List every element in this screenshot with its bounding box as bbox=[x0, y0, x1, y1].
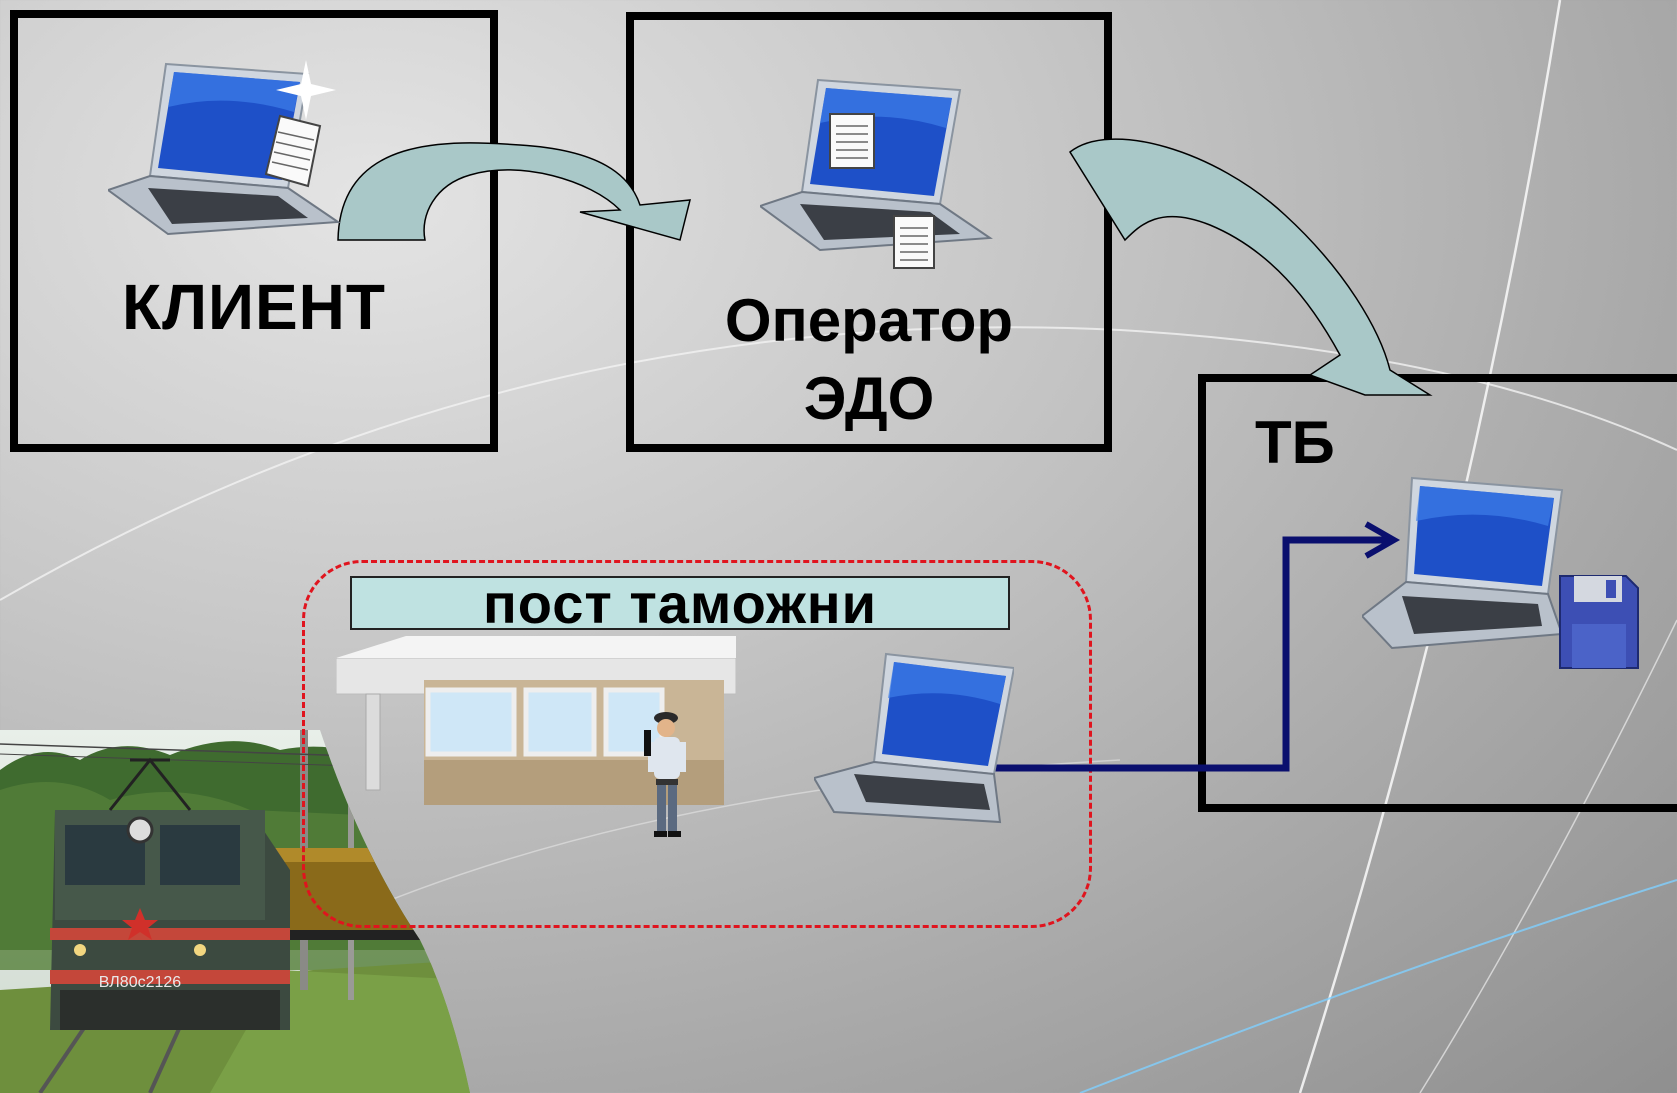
connector-arrowhead bbox=[1364, 521, 1401, 559]
operator-label-line1: Оператор bbox=[724, 287, 1014, 354]
locomotive-number: ВЛ80с2126 bbox=[99, 974, 181, 991]
connector-customs-to-tb bbox=[972, 536, 1390, 772]
tb-node-box bbox=[1198, 374, 1677, 812]
client-node-box bbox=[10, 10, 498, 452]
customs-post-label: пост таможни bbox=[350, 576, 1010, 632]
tb-label: ТБ bbox=[1255, 409, 1335, 476]
operator-label: Оператор ЭДО bbox=[626, 282, 1112, 438]
document-icon-client bbox=[264, 114, 322, 188]
laptop-icon-customs bbox=[814, 652, 1014, 824]
document-icon-operator-out bbox=[893, 215, 935, 269]
laptop-icon-client bbox=[108, 62, 341, 236]
laptop-icon-tb bbox=[1362, 476, 1564, 650]
document-icon-operator-in bbox=[829, 113, 875, 169]
sparkle-icon bbox=[276, 60, 336, 120]
client-label: КЛИЕНТ bbox=[122, 271, 386, 343]
customs-post-group-frame bbox=[302, 560, 1092, 928]
operator-label-line2: ЭДО bbox=[803, 365, 935, 432]
operator-node-box bbox=[626, 12, 1112, 452]
floppy-disk-icon bbox=[1559, 575, 1639, 669]
arrow-client-to-operator bbox=[337, 142, 691, 241]
arrow-operator-to-tb bbox=[1069, 138, 1433, 396]
laptop-icon-operator bbox=[760, 78, 993, 252]
customs-officer-icon bbox=[644, 712, 686, 837]
